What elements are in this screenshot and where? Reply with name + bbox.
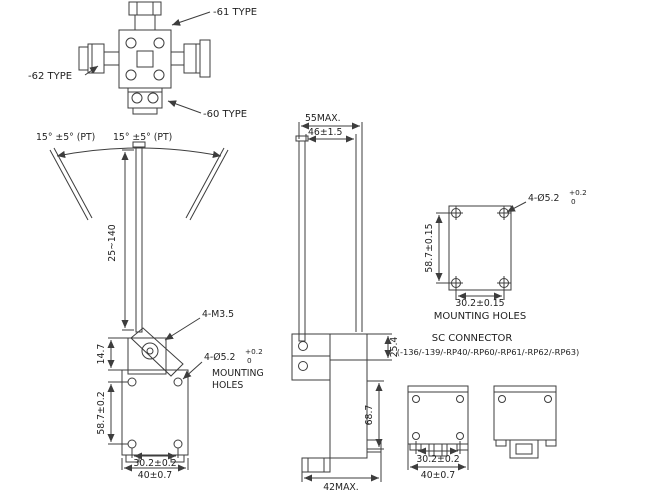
head-plan-view [78, 1, 211, 115]
type-61-label: -61 TYPE [213, 7, 257, 18]
dimension-hole-spacing-h [131, 448, 179, 460]
dimension-lever-range [121, 149, 134, 331]
front-mounting-word: MOUNTING [212, 368, 264, 379]
dimension-body-width [121, 458, 189, 472]
head-depth-dim: 25.4 [389, 337, 400, 358]
dimension-254 [350, 333, 392, 361]
front-holes-word: HOLES [212, 380, 243, 391]
mh-dimension-vertical [435, 212, 449, 284]
dimension-head-offset [107, 337, 128, 371]
hole-spacing-v-dim: 58.7±0.2 [96, 391, 107, 434]
mh-vertical-dim: 58.7±0.15 [424, 223, 435, 272]
mh-dimension-horizontal [455, 290, 505, 300]
head-offset-dim: 14.7 [96, 344, 107, 365]
body-depth-dim: 46±1.5 [308, 127, 342, 138]
lever-rod [132, 141, 146, 333]
dimension-42max [301, 452, 382, 482]
front-leader-lines [164, 317, 203, 380]
lever-range-dim: 25~140 [107, 224, 118, 261]
front-hole-tol-plus: +0.2 [245, 347, 263, 356]
body-height-dim: 68.7 [364, 405, 375, 426]
thread-label: 4-M3.5 [202, 309, 234, 320]
sc-dimension-hole-spacing [415, 441, 461, 455]
dimension-55max [298, 122, 363, 332]
mh-horizontal-dim: 30.2±0.15 [455, 298, 504, 309]
sc-connector-title: SC CONNECTOR [432, 333, 513, 344]
sc-front-view [407, 385, 469, 457]
mounting-holes-title: MOUNTING HOLES [434, 311, 526, 322]
sc-connector-models: (-136/-139/-RP40/-RP60/-RP61/-RP62/-RP63… [397, 347, 580, 357]
type-60-label: -60 TYPE [203, 109, 247, 120]
sc-side-view [493, 385, 557, 459]
side-view-lever [295, 135, 309, 342]
hole-spacing-h-dim: 30.2±0.2 [133, 458, 176, 469]
overall-width-dim: 55MAX. [305, 113, 341, 124]
sc-hole-spacing-dim: 30.2±0.2 [416, 454, 459, 465]
mounting-holes-view [448, 201, 527, 291]
sc-width-dim: 40±0.7 [421, 470, 455, 481]
mh-tol-plus: +0.2 [569, 188, 587, 197]
mh-tol-zero: 0 [571, 197, 576, 206]
front-hole-tol-zero: 0 [247, 356, 252, 365]
dimension-46 [305, 134, 357, 332]
mh-hole-label: 4-Ø5.2 [528, 193, 559, 204]
front-hole-label: 4-Ø5.2 [204, 352, 235, 363]
lever-swing-arc [49, 147, 229, 221]
body-width-dim: 40±0.7 [138, 470, 172, 481]
bottom-width-dim: 42MAX. [323, 482, 359, 493]
lever-head-front [127, 327, 184, 377]
type-62-label: -62 TYPE [28, 71, 72, 82]
type-leaders [84, 11, 211, 114]
sc-dimension-width [407, 444, 469, 471]
angle-right-label: 15° ±5° (PT) [113, 132, 172, 143]
dimension-hole-spacing-v [107, 381, 128, 445]
angle-left-label: 15° ±5° (PT) [36, 132, 95, 143]
dimension-687 [367, 380, 384, 450]
side-view-body [291, 333, 382, 473]
